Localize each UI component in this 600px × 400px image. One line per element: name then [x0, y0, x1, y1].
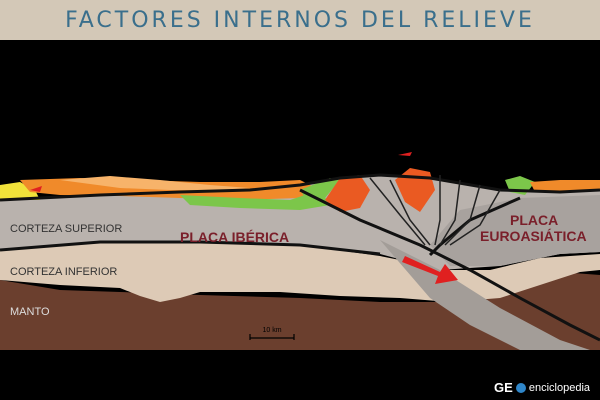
globe-icon [515, 382, 526, 393]
page-title: FACTORES INTERNOS DEL RELIEVE [65, 7, 535, 33]
upper-crust-label: CORTEZA SUPERIOR [10, 223, 122, 235]
green-layer-left [180, 190, 330, 210]
red-mass-center [325, 175, 370, 212]
scale-bar: 10 km [249, 327, 295, 340]
orange-sediment-right [530, 180, 600, 192]
subduction-arrow [402, 256, 458, 284]
green-fold [300, 178, 340, 205]
light-sediment-left [60, 176, 250, 190]
small-arrow-top [398, 152, 412, 156]
eurasian-plate-label-line2: EUROASIÁTICA [480, 228, 587, 244]
eurasian-plate-label-line1: PLACA [510, 212, 558, 228]
brand-logo: GE enciclopedia [494, 380, 590, 395]
mantle-layer [0, 272, 600, 350]
small-arrow-left [30, 186, 42, 192]
scale-label: 10 km [262, 327, 281, 334]
subducting-slab [380, 240, 590, 350]
brand-part2: enciclopedia [528, 381, 590, 394]
title-bar: FACTORES INTERNOS DEL RELIEVE [0, 0, 600, 40]
thin-fault-lines [369, 175, 501, 246]
fault-lines [0, 173, 600, 342]
iberian-plate-label: PLACA IBÉRICA [180, 229, 289, 245]
relief-cross-section-diagram: CORTEZA SUPERIOR CORTEZA INFERIOR MANTO … [0, 40, 600, 400]
lower-crust-label: CORTEZA INFERIOR [10, 266, 117, 278]
brand-part1: GE [494, 380, 513, 395]
yellow-sediment [0, 182, 40, 200]
mantle-label: MANTO [10, 306, 50, 318]
